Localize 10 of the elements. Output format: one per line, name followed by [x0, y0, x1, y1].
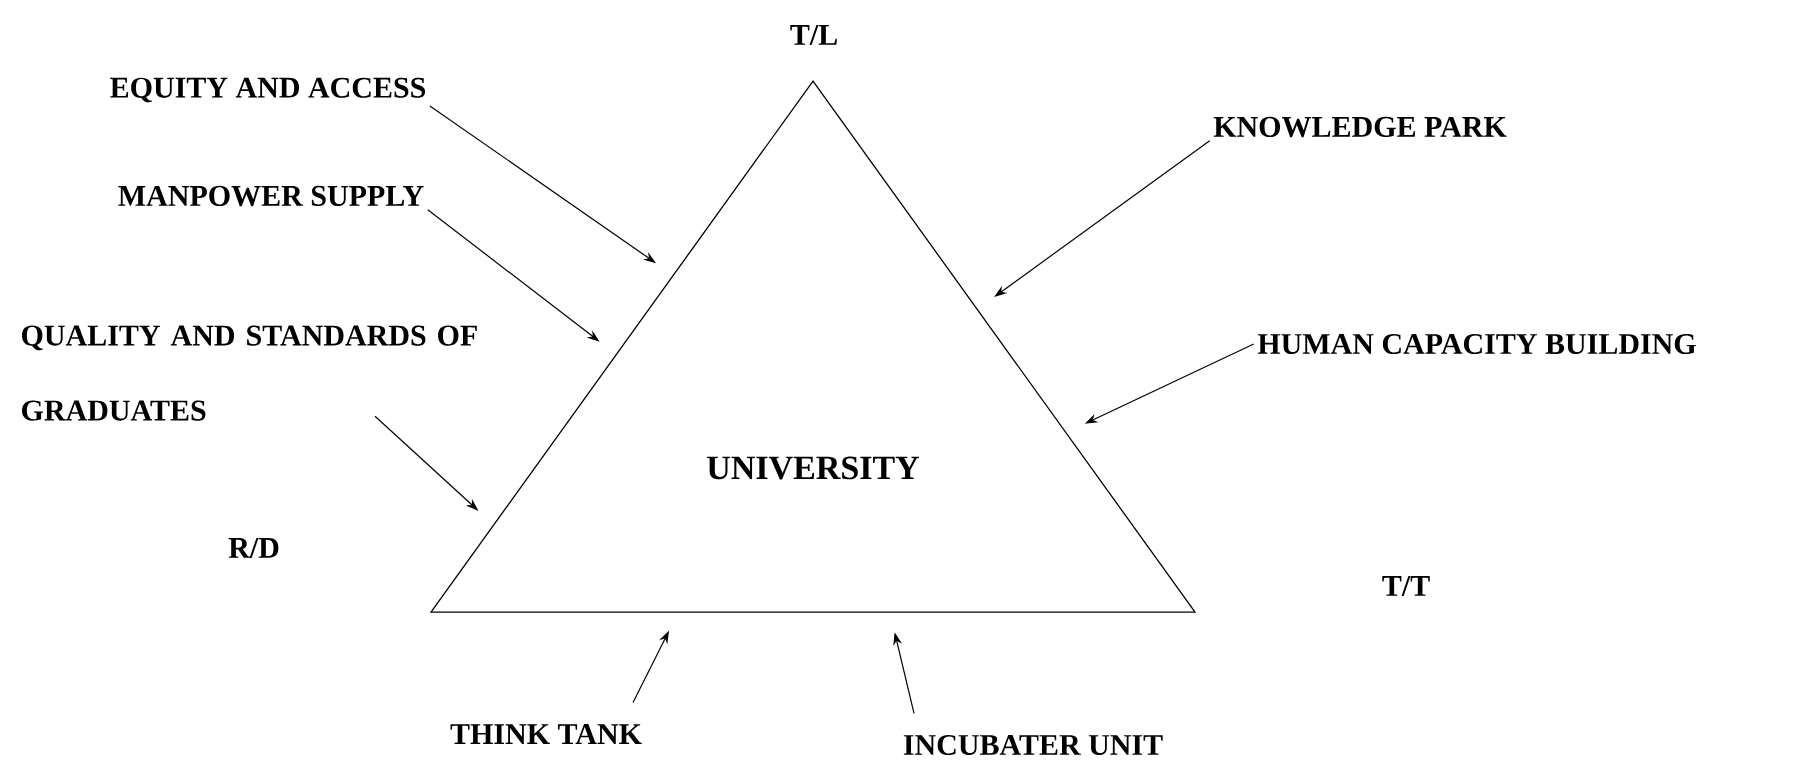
- label-text: MANPOWER SUPPLY: [118, 185, 424, 207]
- label-text: T/L: [790, 24, 837, 46]
- label-text: INCUBATER UNIT: [903, 734, 1163, 756]
- label-text: T/T: [1382, 575, 1430, 597]
- label-text: THINK TANK: [450, 724, 642, 744]
- label-text: EQUITY AND ACCESS: [110, 77, 426, 103]
- label-text: KNOWLEDGE PARK: [1213, 116, 1507, 138]
- label-text: QUALITY AND STANDARDS OF GRADUATES: [22, 325, 477, 421]
- label-text: HUMAN CAPACITY BUILDING: [1257, 333, 1696, 355]
- label-text: R/D: [228, 537, 279, 559]
